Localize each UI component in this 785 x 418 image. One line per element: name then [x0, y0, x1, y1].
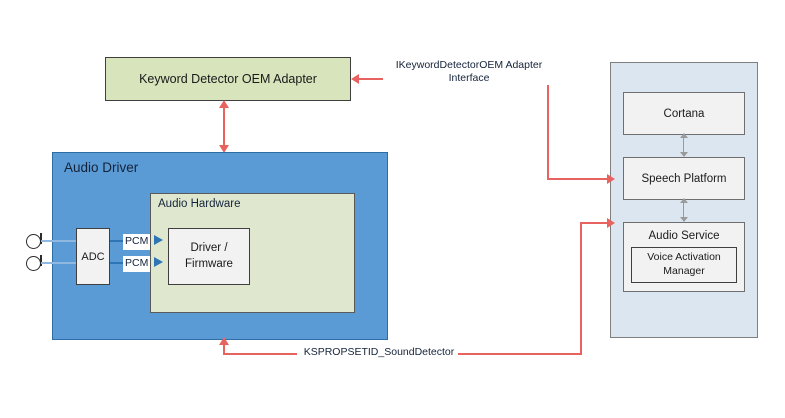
keyword-detector-oem-adapter-box[interactable]: Keyword Detector OEM Adapter	[105, 57, 351, 101]
driver-firmware-label-line2: Firmware	[185, 257, 233, 270]
driver-firmware-box[interactable]: Driver / Firmware	[168, 228, 250, 285]
adapter-driver-connector-line	[223, 106, 225, 147]
audio-service-box[interactable]: Audio Service Voice Activation Manager	[623, 222, 745, 292]
oem-adapter-label: Keyword Detector OEM Adapter	[139, 72, 317, 86]
vam-line2: Manager	[663, 265, 705, 277]
oem-interface-line-vertical	[547, 78, 549, 179]
microphone-1-wire	[41, 240, 76, 242]
adc-label: ADC	[81, 250, 105, 263]
cortana-box[interactable]: Cortana	[623, 92, 745, 135]
voice-activation-manager-label: Voice Activation Manager	[647, 251, 721, 278]
oem-interface-arrow-left	[351, 74, 359, 84]
speech-platform-label: Speech Platform	[641, 172, 727, 185]
driver-firmware-label-line1: Driver /	[190, 241, 228, 254]
audio-service-label: Audio Service	[648, 230, 720, 242]
oem-interface-label-line2: Interface	[448, 72, 490, 85]
sound-detector-arrow-up	[219, 337, 229, 345]
pcm-line-1	[110, 240, 124, 242]
adapter-driver-arrow-up	[219, 100, 229, 108]
pcm-arrow-1	[154, 235, 163, 245]
oem-interface-arrow-speech	[607, 174, 615, 184]
cortana-speech-connector-line	[683, 137, 685, 155]
cortana-speech-arrow-down	[680, 152, 688, 157]
audio-hardware-title: Audio Hardware	[158, 198, 241, 210]
oem-interface-label-line1: IKeywordDetectorOEM Adapter	[395, 59, 543, 71]
sound-detector-label: KSPROPSETID_SoundDetector	[297, 346, 461, 360]
microphone-2-icon	[26, 256, 41, 271]
oem-interface-line-bottom	[547, 178, 609, 180]
microphone-2-stem-icon	[40, 255, 42, 266]
pcm-arrow-2	[154, 257, 163, 267]
voice-activation-manager-box[interactable]: Voice Activation Manager	[631, 247, 737, 283]
cortana-label: Cortana	[663, 107, 705, 120]
oem-interface-label: IKeywordDetectorOEM Adapter Interface	[383, 59, 555, 86]
speech-platform-box[interactable]: Speech Platform	[623, 157, 745, 200]
sound-detector-line-left	[223, 353, 298, 355]
adc-box[interactable]: ADC	[76, 228, 110, 285]
microphone-2-wire	[41, 262, 76, 264]
speech-audioservice-arrow-down	[680, 217, 688, 222]
microphone-1-icon	[26, 234, 41, 249]
sound-detector-line-right	[458, 353, 582, 355]
audio-driver-title: Audio Driver	[64, 160, 139, 175]
adapter-driver-arrow-down	[219, 145, 229, 153]
pcm-label-2: PCM	[123, 256, 151, 272]
microphone-1-stem-icon	[40, 233, 42, 244]
cortana-speech-arrow-up	[680, 133, 688, 138]
sound-detector-line-riser	[223, 345, 225, 354]
vam-line1: Voice Activation	[647, 251, 721, 264]
pcm-line-2	[110, 262, 124, 264]
speech-audioservice-connector-line	[683, 202, 685, 220]
sound-detector-line-vertical	[580, 222, 582, 354]
sound-detector-arrow-audioservice	[607, 218, 615, 228]
speech-audioservice-arrow-up	[680, 198, 688, 203]
pcm-label-1: PCM	[123, 234, 151, 250]
sound-detector-line-into-os	[580, 222, 609, 224]
